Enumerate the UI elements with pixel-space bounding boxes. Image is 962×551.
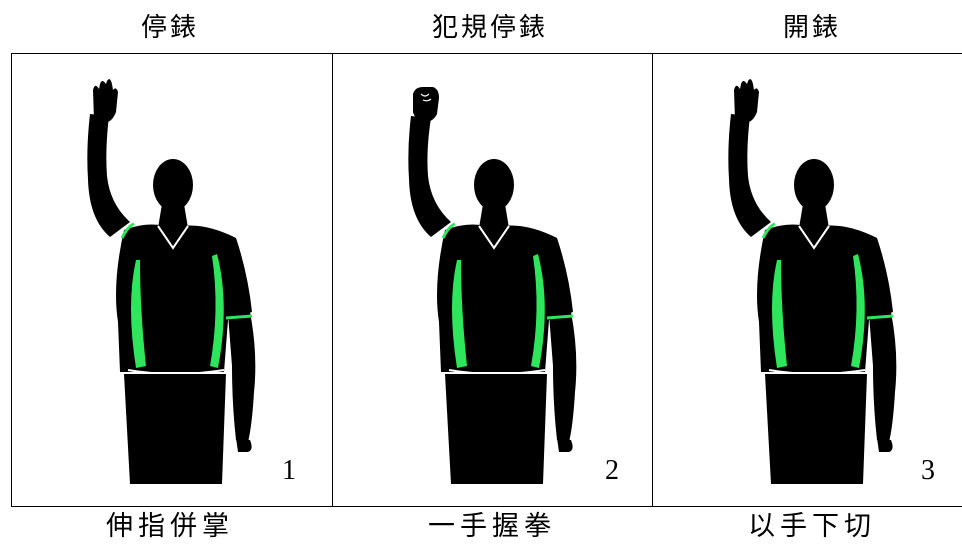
panel-3-title: 開錶 [782,13,841,43]
panel-1: 1 [12,54,332,506]
panel-3-caption: 以手下切 [748,511,876,542]
panel-2-number: 2 [605,455,619,486]
referee-figure-1 [87,79,256,484]
panel-3-number: 3 [921,455,935,486]
referee-figure-3 [728,79,897,484]
signal-grid: 1 [11,53,962,507]
panel-2: 2 [332,54,652,506]
panel-2-title: 犯規停錶 [431,13,548,43]
panel-3: 3 [652,54,962,506]
panel-1-title: 停錶 [140,13,199,43]
panel-2-caption: 一手握拳 [428,511,556,542]
referee-silhouette [728,79,897,484]
panel-1-caption: 伸指併掌 [106,511,234,542]
open-palm-icon [734,79,759,122]
referee-figure-2 [408,87,577,484]
clenched-fist-icon [413,87,439,122]
referee-silhouette [408,87,577,484]
panel-1-number: 1 [282,455,296,486]
open-palm-icon [93,79,118,122]
referee-silhouette [87,79,256,484]
